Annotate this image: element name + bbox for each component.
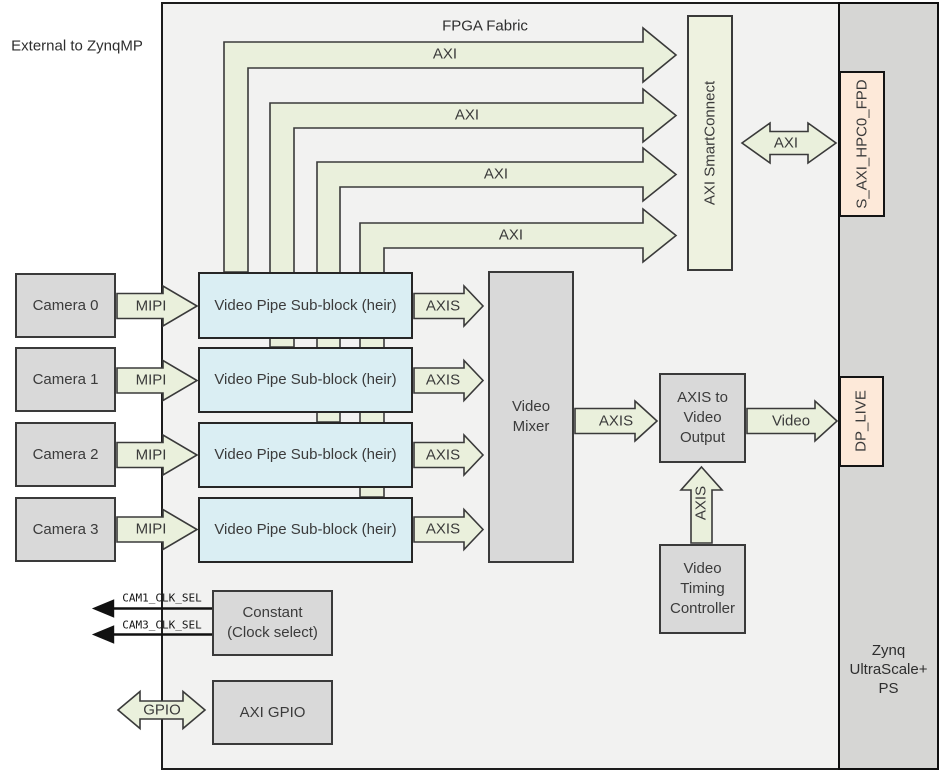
gpio-double-arrow bbox=[116, 689, 207, 731]
external-label: External to ZynqMP bbox=[11, 37, 143, 55]
mipi-arrow-2 bbox=[116, 433, 199, 477]
constant-clock-select-block: Constant (Clock select) bbox=[212, 590, 333, 656]
axis-label-2: AXIS bbox=[425, 446, 461, 464]
axi-ps-double-arrow bbox=[740, 121, 838, 165]
dp-live-label: DP_LIVE bbox=[852, 390, 870, 452]
video-pipe-block-2: Video Pipe Sub-block (heir) bbox=[198, 422, 413, 488]
axis-label-0: AXIS bbox=[425, 297, 461, 315]
dp-live-port bbox=[839, 376, 884, 467]
axi-label-0: AXI bbox=[432, 45, 458, 63]
mipi-label-1: MIPI bbox=[135, 371, 167, 389]
cam1-clk-sel-label: CAM1_CLK_SEL bbox=[122, 591, 202, 605]
camera-0-block: Camera 0 bbox=[15, 273, 116, 338]
axi-label-2: AXI bbox=[483, 165, 509, 183]
video-mixer-block: Video Mixer bbox=[488, 271, 574, 563]
camera-3-block: Camera 3 bbox=[15, 497, 116, 562]
axis-mid-arrow bbox=[574, 399, 659, 443]
video-pipe-label-0: Video Pipe Sub-block (heir) bbox=[214, 296, 397, 314]
axis-arrow-2 bbox=[413, 432, 485, 478]
video-pipe-block-1: Video Pipe Sub-block (heir) bbox=[198, 347, 413, 413]
video-label: Video bbox=[771, 412, 811, 430]
axi-gpio-label: AXI GPIO bbox=[239, 703, 306, 721]
axi-label-1: AXI bbox=[454, 106, 480, 124]
mipi-arrow-1 bbox=[116, 359, 199, 402]
mipi-label-0: MIPI bbox=[135, 297, 167, 315]
camera-1-label: Camera 1 bbox=[32, 370, 99, 388]
camera-2-label: Camera 2 bbox=[32, 445, 99, 463]
axi-ps-label: AXI bbox=[773, 134, 799, 152]
s-axi-hpc0-fpd-port bbox=[839, 71, 885, 217]
zynq-ps-label: Zynq UltraScale+ PS bbox=[849, 642, 928, 697]
mipi-label-2: MIPI bbox=[135, 446, 167, 464]
axi-label-3: AXI bbox=[498, 226, 524, 244]
axis-arrow-0 bbox=[413, 283, 485, 329]
video-arrow bbox=[746, 399, 839, 443]
axis-arrow-1 bbox=[413, 358, 485, 403]
axi-gpio-block: AXI GPIO bbox=[212, 680, 333, 745]
constant-clock-select-label: Constant (Clock select) bbox=[227, 604, 318, 641]
video-timing-controller-label: Video Timing Controller bbox=[669, 560, 736, 617]
mipi-arrow-3 bbox=[116, 508, 199, 551]
gpio-label: GPIO bbox=[143, 701, 181, 719]
axis-up-arrow-label: AXIS bbox=[692, 485, 710, 521]
axis-up-arrow bbox=[679, 465, 724, 544]
axi-smartconnect-label: AXI SmartConnect bbox=[701, 80, 719, 206]
video-pipe-label-2: Video Pipe Sub-block (heir) bbox=[214, 446, 397, 463]
video-pipe-label-3: Video Pipe Sub-block (heir) bbox=[214, 521, 397, 538]
cam3-clk-sel-arrowhead bbox=[91, 625, 115, 644]
cam3-clk-sel-label: CAM3_CLK_SEL bbox=[122, 618, 202, 632]
axis-mid-label: AXIS bbox=[598, 412, 634, 430]
cam1-clk-sel-arrowhead bbox=[91, 599, 115, 618]
camera-2-block: Camera 2 bbox=[15, 422, 116, 487]
mipi-label-3: MIPI bbox=[135, 520, 167, 538]
axis-label-3: AXIS bbox=[425, 520, 461, 538]
mipi-arrow-0 bbox=[116, 284, 199, 328]
s-axi-hpc0-fpd-label: S_AXI_HPC0_FPD bbox=[853, 79, 871, 209]
video-pipe-block-0: Video Pipe Sub-block (heir) bbox=[198, 272, 413, 339]
axis-arrow-3 bbox=[413, 507, 485, 552]
video-pipe-label-1: Video Pipe Sub-block (heir) bbox=[214, 371, 397, 388]
video-mixer-label: Video Mixer bbox=[511, 398, 551, 435]
axis-to-video-output-label: AXIS to Video Output bbox=[677, 389, 728, 446]
axis-label-1: AXIS bbox=[425, 371, 461, 389]
video-pipe-block-3: Video Pipe Sub-block (heir) bbox=[198, 497, 413, 563]
axis-to-video-output-block: AXIS to Video Output bbox=[659, 373, 746, 463]
video-timing-controller-block: Video Timing Controller bbox=[659, 544, 746, 634]
camera-0-label: Camera 0 bbox=[32, 296, 99, 314]
axi-smartconnect-block bbox=[687, 15, 733, 271]
camera-1-block: Camera 1 bbox=[15, 347, 116, 412]
camera-3-label: Camera 3 bbox=[32, 520, 99, 538]
fpga-fabric-label: FPGA Fabric bbox=[442, 17, 528, 35]
